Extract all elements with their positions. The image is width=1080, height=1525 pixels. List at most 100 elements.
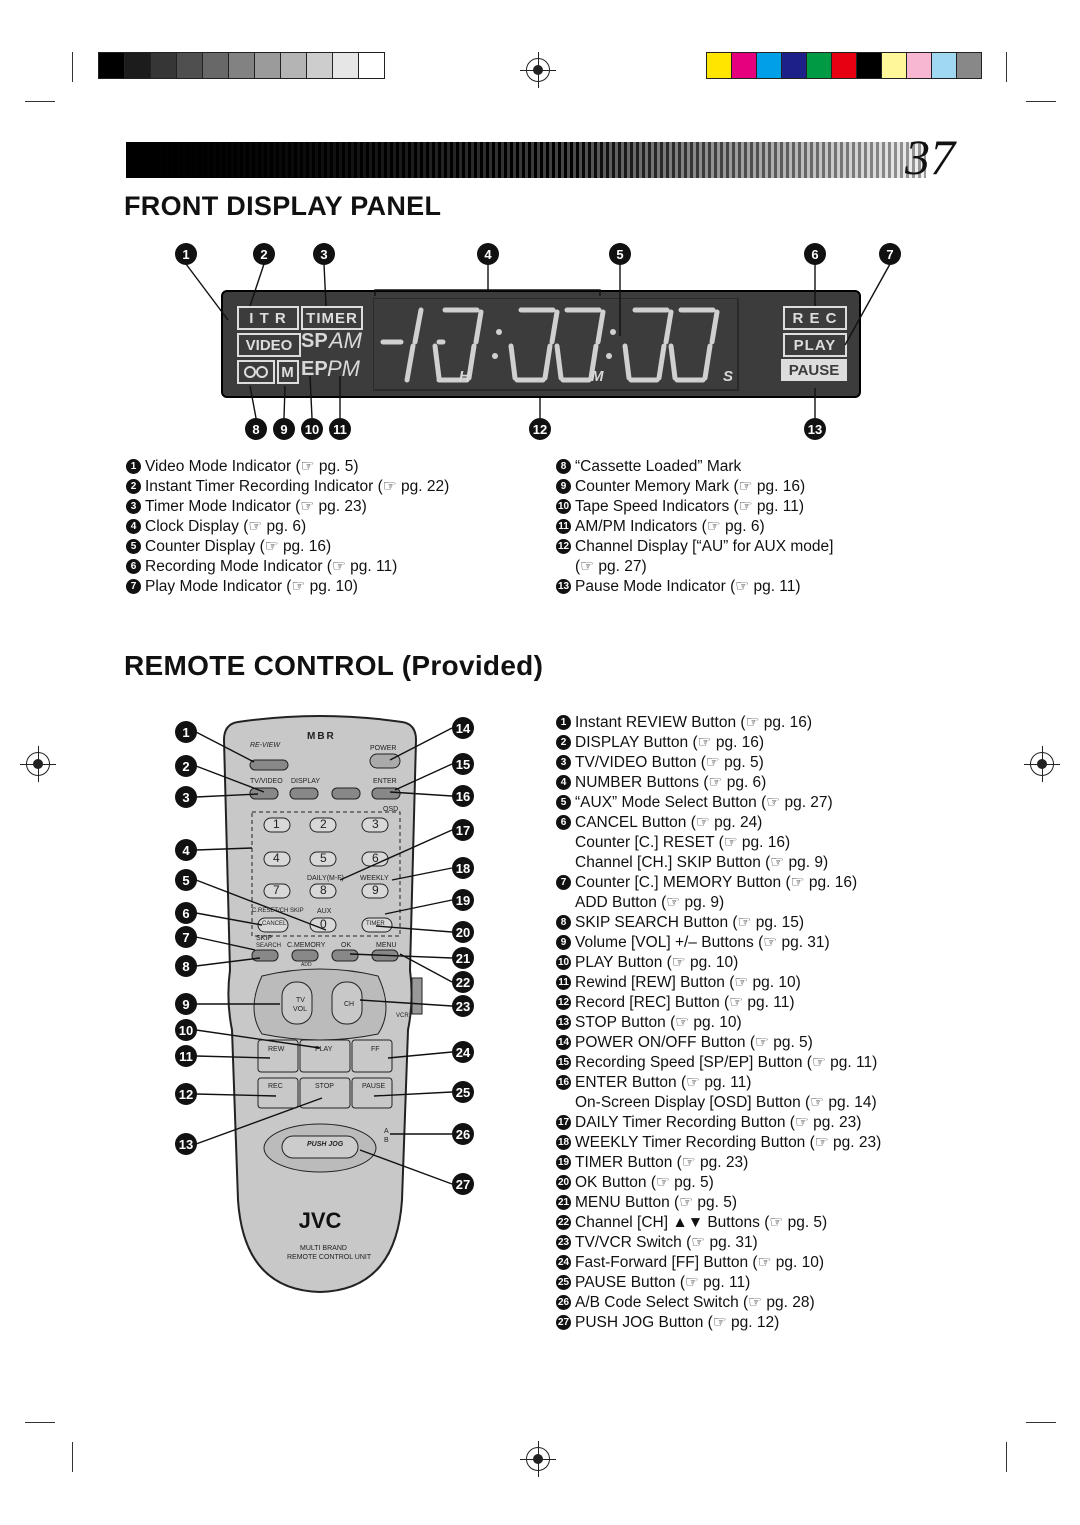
callout-number: 11	[175, 1045, 197, 1067]
remote-label-play: PLAY	[315, 1046, 333, 1053]
video-indicator: VIDEO	[237, 333, 301, 357]
legend-text: AM/PM Indicators (☞ pg. 6)	[575, 518, 765, 535]
remote-label-cancel: CANCEL	[262, 921, 287, 927]
callout-number: 1	[175, 243, 197, 265]
callout-number: 12	[175, 1083, 197, 1105]
remote-key-7: 7	[273, 883, 280, 897]
callout-number: 27	[452, 1173, 474, 1195]
legend-number: 11	[556, 975, 571, 990]
callout-number: 10	[301, 418, 323, 440]
callout-number: 6	[804, 243, 826, 265]
legend-number: 24	[556, 1255, 571, 1270]
legend-number: 19	[556, 1155, 571, 1170]
legend-number: 17	[556, 1115, 571, 1130]
callout-number: 7	[175, 926, 197, 948]
legend-number: 23	[556, 1235, 571, 1250]
second-unit: S	[723, 368, 734, 385]
legend-item: 12 Channel Display [“AU” for AUX mode]	[556, 537, 833, 557]
callout-number: 19	[452, 889, 474, 911]
front-panel-leader-lines	[185, 263, 891, 419]
callout-number: 2	[253, 243, 275, 265]
legend-text: A/B Code Select Switch (☞ pg. 28)	[575, 1294, 815, 1311]
callout-number: 2	[175, 755, 197, 777]
remote-label-ok: OK	[341, 942, 352, 949]
legend-item: On-Screen Display [OSD] Button (☞ pg. 14…	[556, 1093, 881, 1113]
color-swatch	[707, 53, 731, 78]
remote-control-illustration: JVC	[222, 715, 423, 1294]
legend-text: SKIP SEARCH Button (☞ pg. 15)	[575, 914, 804, 931]
remote-key-8: 8	[320, 883, 327, 897]
remote-label-multibrand: MULTI BRAND	[300, 1245, 347, 1252]
remote-label-timer: TIMER	[366, 921, 385, 927]
remote-label-aux: AUX	[317, 908, 332, 915]
gray-swatch	[306, 53, 332, 78]
legend-text: (☞ pg. 27)	[575, 558, 647, 575]
legend-number: 1	[126, 459, 141, 474]
legend-number: 13	[556, 1015, 571, 1030]
callout-number: 15	[452, 753, 474, 775]
remote-label-enter: ENTER	[373, 778, 397, 785]
remote-label-ff: FF	[371, 1046, 380, 1053]
legend-text: Channel Display [“AU” for AUX mode]	[575, 538, 834, 555]
legend-number: 27	[556, 1315, 571, 1330]
registration-target-right	[1024, 746, 1060, 782]
legend-item: Channel [CH.] SKIP Button (☞ pg. 9)	[556, 853, 881, 873]
legend-item: 8“Cassette Loaded” Mark	[556, 457, 833, 477]
legend-text: Rewind [REW] Button (☞ pg. 10)	[575, 974, 801, 991]
legend-number: 15	[556, 1055, 571, 1070]
gray-swatch	[280, 53, 306, 78]
callout-number: 16	[452, 785, 474, 807]
counter-memory-mark: M	[277, 360, 299, 384]
color-swatch	[881, 53, 906, 78]
legend-number: 8	[556, 915, 571, 930]
ep-indicator: EP	[301, 358, 328, 380]
legend-number: 7	[556, 875, 571, 890]
gray-swatch	[202, 53, 228, 78]
legend-text: Video Mode Indicator (☞ pg. 5)	[145, 458, 359, 475]
crop-mark	[1006, 1442, 1007, 1472]
legend-number: 12	[556, 995, 571, 1010]
legend-text: Channel [CH.] SKIP Button (☞ pg. 9)	[575, 854, 829, 871]
legend-text: Counter [C.] MEMORY Button (☞ pg. 16)	[575, 874, 858, 891]
callout-number: 8	[245, 418, 267, 440]
remote-label-rew: REW	[268, 1046, 285, 1053]
crop-mark	[1006, 52, 1007, 82]
color-swatch	[831, 53, 856, 78]
legend-text: TV/VIDEO Button (☞ pg. 5)	[575, 754, 764, 771]
callout-number: 5	[609, 243, 631, 265]
remote-label-unit: REMOTE CONTROL UNIT	[287, 1254, 372, 1261]
legend-number: 9	[556, 479, 571, 494]
remote-label-osd: OSD	[383, 806, 399, 813]
callout-number: 11	[329, 418, 351, 440]
remote-label-vol: VOL	[293, 1006, 308, 1013]
color-swatch	[806, 53, 831, 78]
remote-key-6: 6	[372, 851, 379, 865]
legend-number: 2	[126, 479, 141, 494]
legend-number: 9	[556, 935, 571, 950]
legend-number: 25	[556, 1275, 571, 1290]
color-swatch	[781, 53, 806, 78]
remote-label-search: SEARCH	[256, 943, 282, 949]
play-indicator: PLAY	[783, 333, 847, 357]
hour-unit: H	[459, 368, 470, 385]
legend-number: 7	[126, 579, 141, 594]
legend-number: 4	[126, 519, 141, 534]
remote-label-cmemory: C.MEMORY	[287, 942, 326, 949]
legend-number: 12	[556, 539, 571, 554]
legend-text: Play Mode Indicator (☞ pg. 10)	[145, 578, 358, 595]
